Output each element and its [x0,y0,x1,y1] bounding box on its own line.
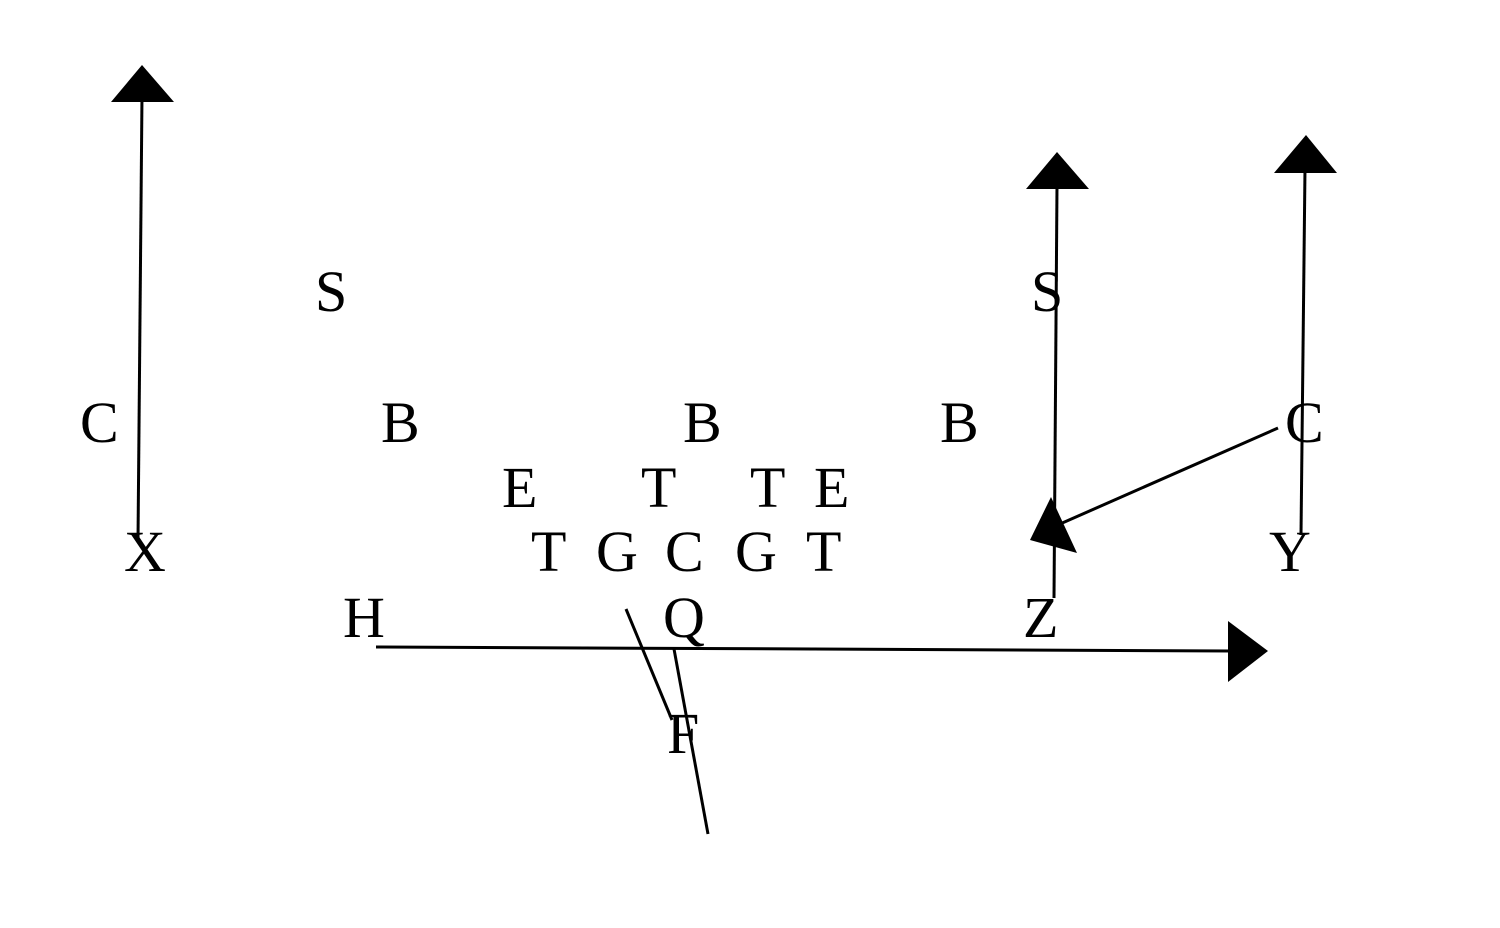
arrowhead-x-route [111,65,174,102]
guard-right-label: G [735,519,777,584]
route-y-vertical [1299,167,1307,536]
receiver-z-label: Z [1023,585,1058,650]
offensive-tackle-left-label: T [531,519,566,584]
route-f-block-short [624,608,674,721]
arrowhead-corner-blitz [1030,497,1077,553]
guard-left-label: G [596,519,638,584]
backer-middle-label: B [683,390,722,455]
arrowhead-h-flat [1228,621,1268,682]
back-h-label: H [343,585,385,650]
end-left-label: E [502,455,537,520]
tackle-right-def-label: T [750,455,785,520]
center-label: C [665,519,704,584]
safety-right-label: S [1031,259,1063,324]
route-h-flat [375,645,1233,653]
arrowhead-y-route [1274,135,1337,173]
routes [111,65,1337,835]
backer-left-label: B [381,390,420,455]
corner-right-label: C [1285,390,1324,455]
route-f-block-long [672,648,710,835]
backer-right-label: B [940,390,979,455]
arrowhead-z-route [1026,152,1089,189]
quarterback-label: Q [663,585,705,650]
route-corner-blitz [1059,426,1279,526]
route-x-vertical [136,94,144,541]
receiver-x-label: X [124,519,166,584]
offense: X T G C G T Y H Q Z F [124,519,1311,766]
end-right-label: E [814,455,849,520]
receiver-y-label: Y [1269,519,1311,584]
corner-left-label: C [80,390,119,455]
fullback-label: F [667,701,699,766]
safety-left-label: S [315,259,347,324]
defense: S S C C B B B E T T E [80,259,1324,520]
offensive-tackle-right-label: T [806,519,841,584]
tackle-left-def-label: T [641,455,676,520]
